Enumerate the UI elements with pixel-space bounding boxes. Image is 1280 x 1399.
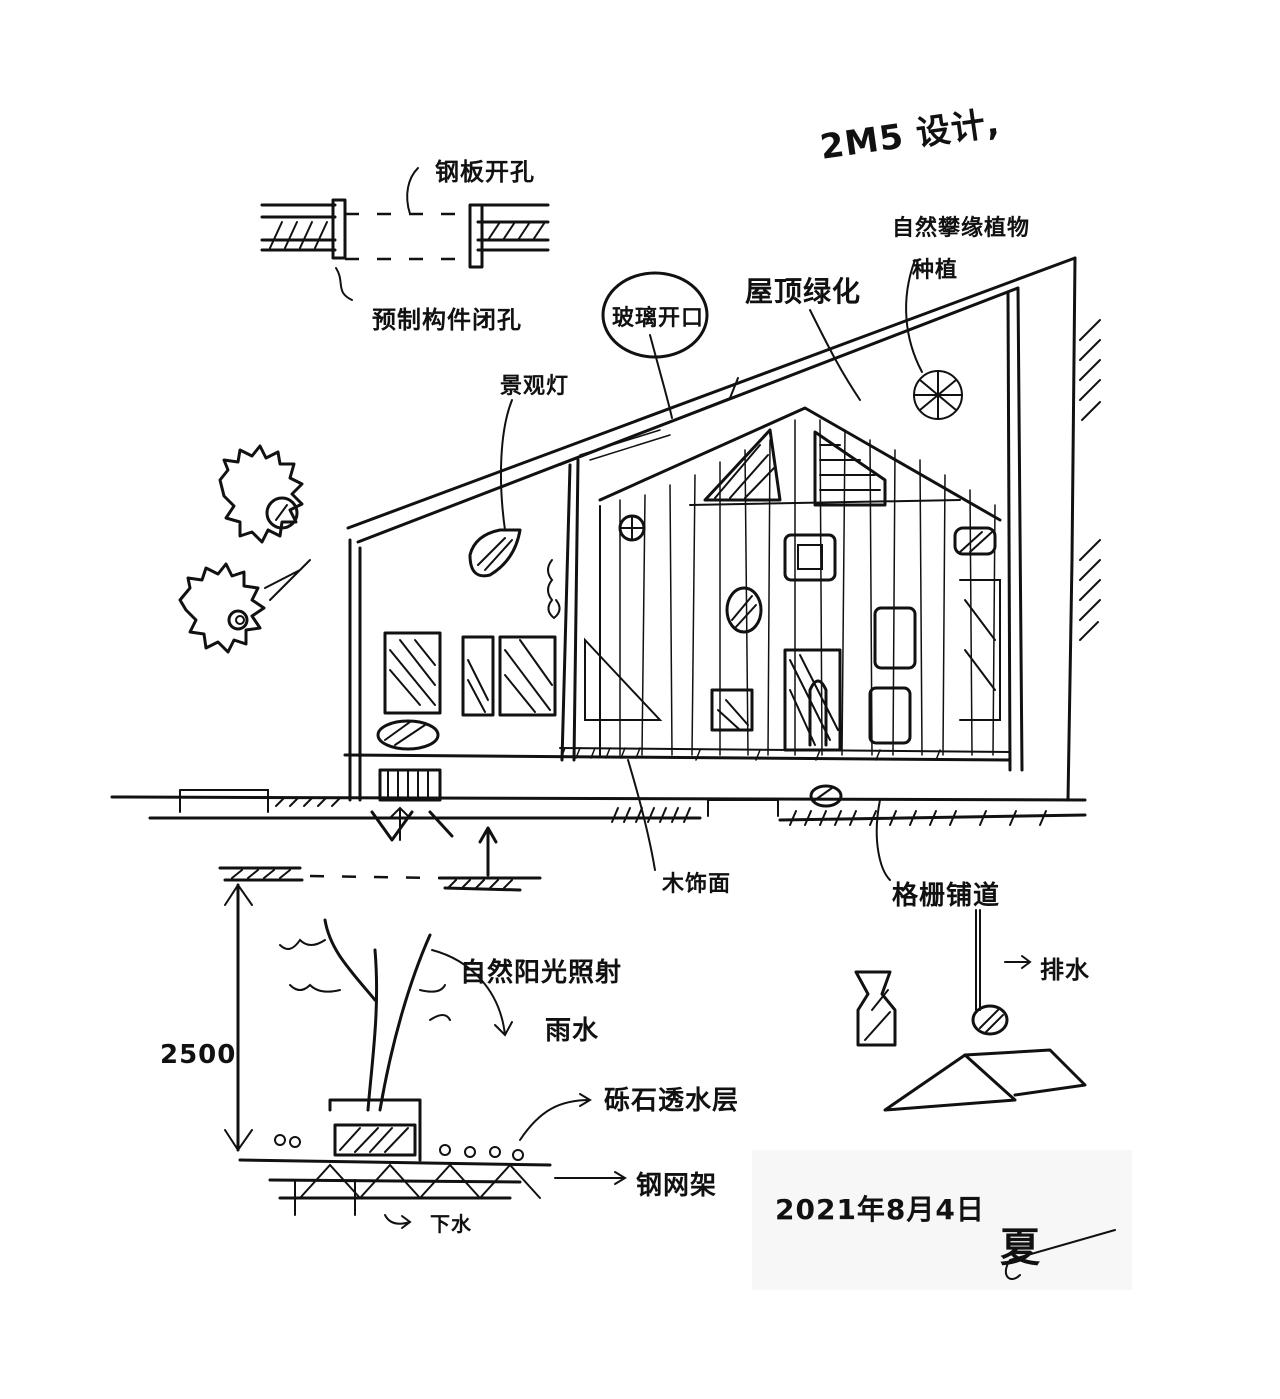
wall-opening-detail [260, 167, 550, 301]
tree-symbol-upper-icon [218, 444, 304, 544]
label-opening-detail: 钢板开孔 [435, 158, 535, 186]
label-gravel: 砾石透水层 [604, 1086, 740, 1116]
label-skylight: 玻璃开口 [612, 306, 705, 331]
label-drainage: 排水 [1040, 956, 1090, 984]
signature-stroke [1004, 1229, 1116, 1280]
label-vines-line2: 种植 [912, 258, 959, 283]
label-vines: 自然攀缘植物 [892, 216, 1031, 241]
signature-background [752, 1150, 1132, 1290]
label-wood-facade: 木饰面 [662, 872, 732, 897]
label-dimension: 2500 [160, 1040, 237, 1070]
label-steel-grid: 钢网架 [636, 1171, 718, 1201]
leader-lines [500, 259, 1032, 1011]
label-water: 下水 [430, 1212, 472, 1236]
tree-pit-section [218, 866, 627, 1229]
bench-and-lamp-details [854, 970, 1087, 1112]
label-lamp: 景观灯 [500, 374, 570, 399]
date-annotation: 2021年8月4日 [775, 1193, 985, 1226]
label-opening-detail-bottom: 预制构件闭孔 [372, 306, 522, 334]
label-roof-detail: 屋顶绿化 [745, 275, 862, 308]
building-elevation [343, 256, 1101, 808]
label-rain: 雨水 [545, 1016, 600, 1046]
signature: 夏 [1000, 1225, 1041, 1271]
label-sunlight: 自然阳光照射 [460, 958, 623, 988]
tree-symbol-lower-icon [178, 559, 311, 654]
ground-line [110, 789, 1087, 877]
label-paving: 格栅铺道 [892, 881, 1001, 911]
